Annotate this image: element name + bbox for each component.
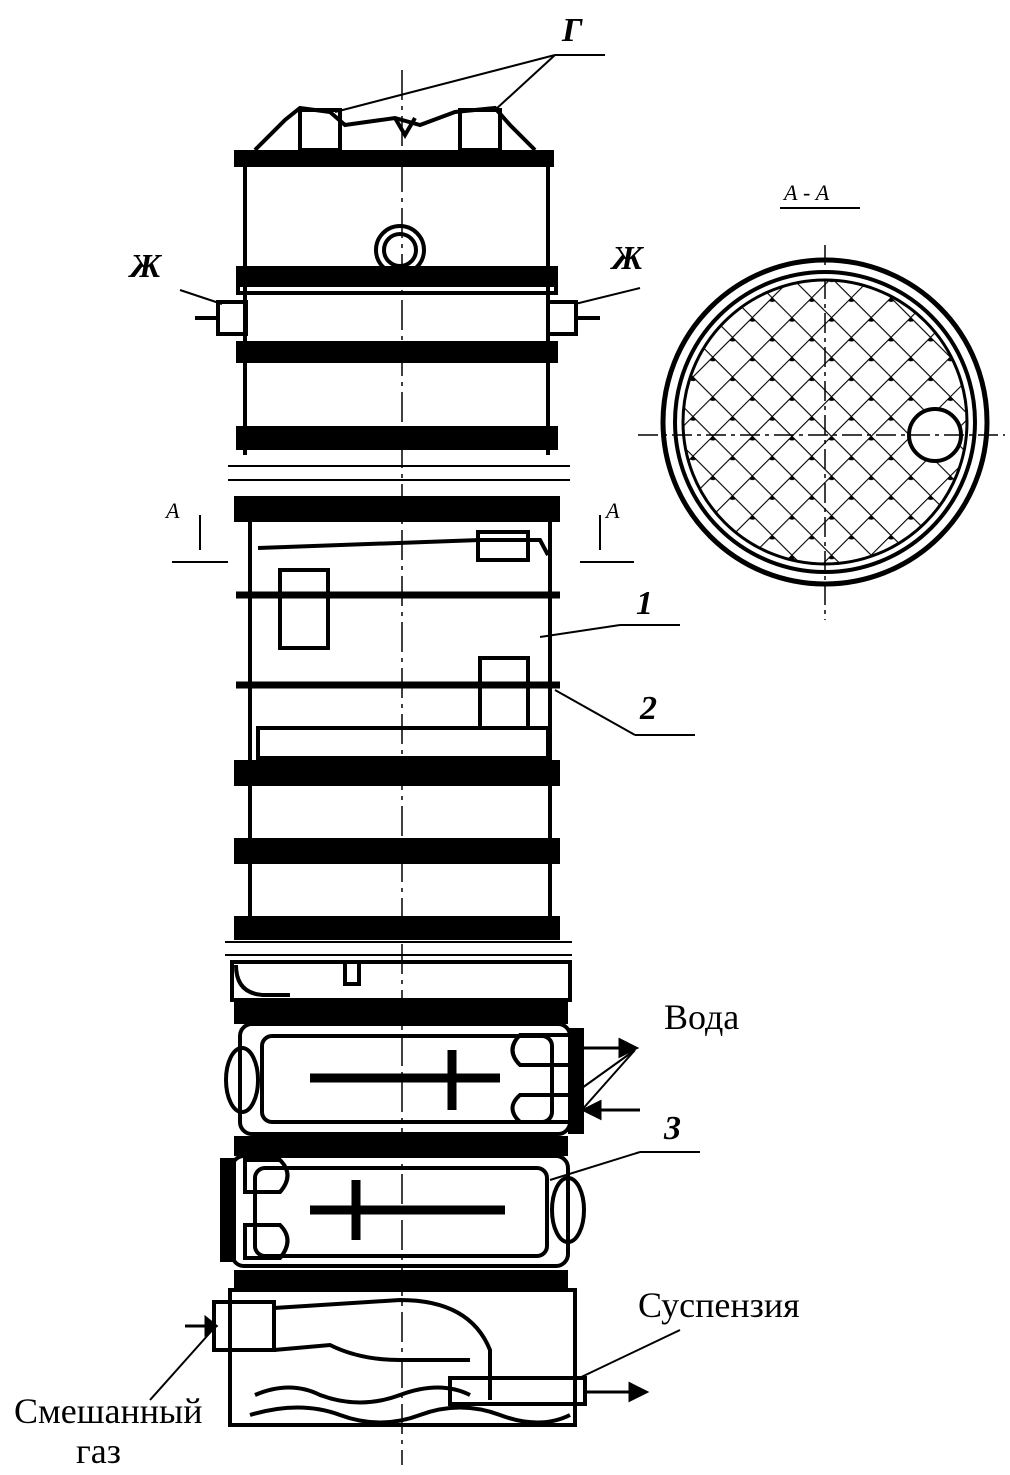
label-water: Вода [664,997,740,1037]
label-mixed-gas-line2: газ [76,1431,121,1471]
lower-section [212,960,587,1427]
callout-1: 1 [636,585,653,622]
callout-2: 2 [640,690,657,727]
label-section-a-right: А [606,498,620,523]
callout-3: 3 [664,1110,681,1147]
label-mixed-gas-line1: Смешанный [14,1391,203,1431]
label-gamma: Г [562,12,583,49]
section-aa-view [638,207,1005,620]
gamma-leaders [334,54,605,113]
zh-nozzles [179,287,641,336]
label-zh-right: Ж [612,240,644,277]
label-section-a-left: А [166,498,180,523]
flow-arrows [185,1037,650,1403]
top-cover [234,105,554,167]
section-markers [172,515,634,563]
label-zh-left: Ж [130,248,162,285]
label-leaders [149,624,700,1401]
label-section-title: А - А [784,180,830,205]
upper-shell [236,165,558,455]
break-lines [225,465,572,956]
label-suspension: Суспензия [638,1285,800,1325]
middle-shell [234,496,560,940]
